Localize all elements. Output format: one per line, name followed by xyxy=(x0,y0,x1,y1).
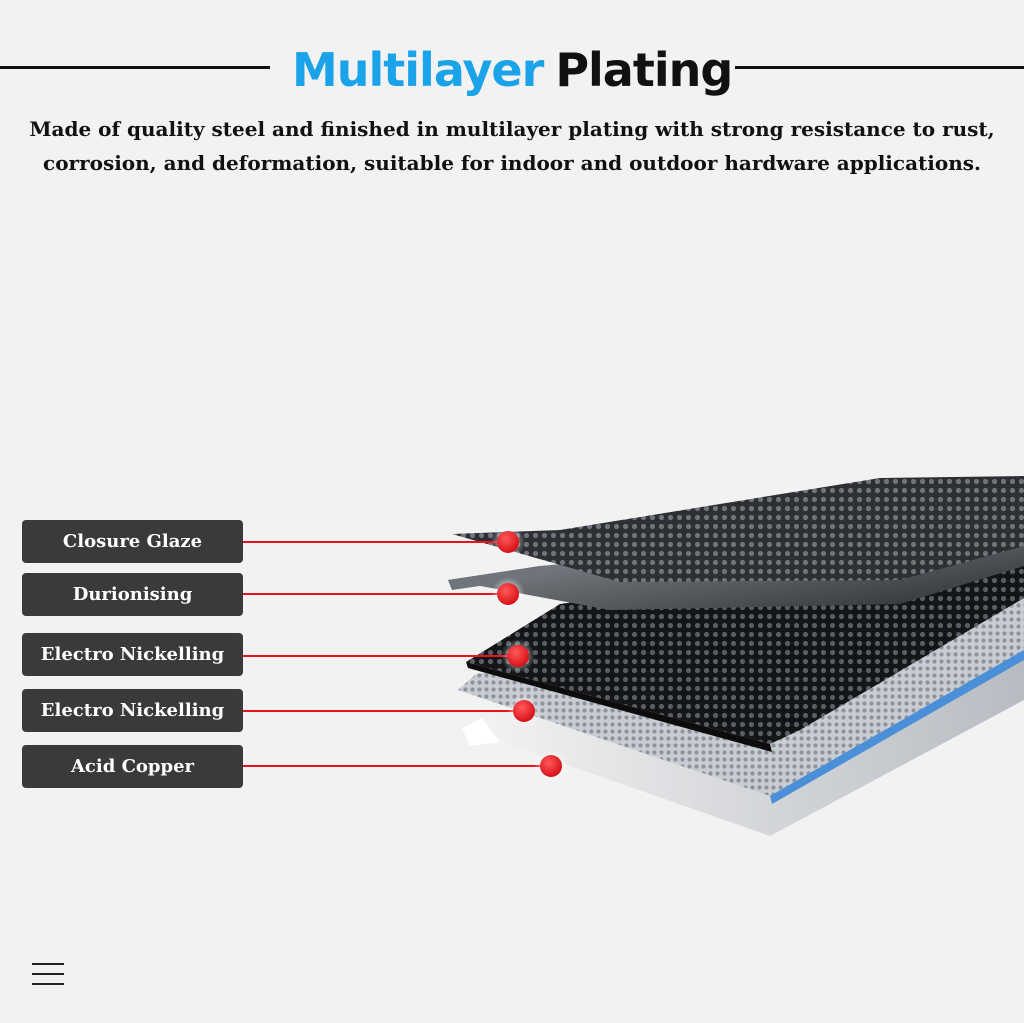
durionising-edge xyxy=(448,566,548,590)
layer-label-acid-copper: Acid Copper xyxy=(22,745,243,788)
pointer-dots xyxy=(491,525,568,783)
pointer-dot-closure-glaze xyxy=(497,531,519,553)
title-main-word: Plating xyxy=(555,43,733,97)
electro-nickelling-2-blue-edge xyxy=(770,650,1024,804)
closure-glaze-layer xyxy=(452,476,1024,582)
hamburger-menu-icon[interactable] xyxy=(32,960,66,988)
pointer-lines xyxy=(243,541,550,767)
header-divider-right xyxy=(735,66,1024,69)
pointer-dot-durionising xyxy=(497,583,519,605)
layer-label-electro-nickelling-2: Electro Nickelling xyxy=(22,689,243,732)
pointer-dot-electro-nickelling-1 xyxy=(507,645,529,667)
pointer-dot-electro-nickelling-2 xyxy=(513,700,535,722)
acid-copper-edge xyxy=(462,718,500,746)
pointer-dot-acid-copper xyxy=(540,755,562,777)
electro-nickelling-1-edge xyxy=(466,662,772,752)
layer-label-durionising: Durionising xyxy=(22,573,243,616)
title-accent-word: Multilayer xyxy=(292,43,544,97)
layer-label-electro-nickelling-1: Electro Nickelling xyxy=(22,633,243,676)
layer-label-closure-glaze: Closure Glaze xyxy=(22,520,243,563)
header-divider-left xyxy=(0,66,270,69)
product-description: Made of quality steel and finished in mu… xyxy=(29,117,995,175)
